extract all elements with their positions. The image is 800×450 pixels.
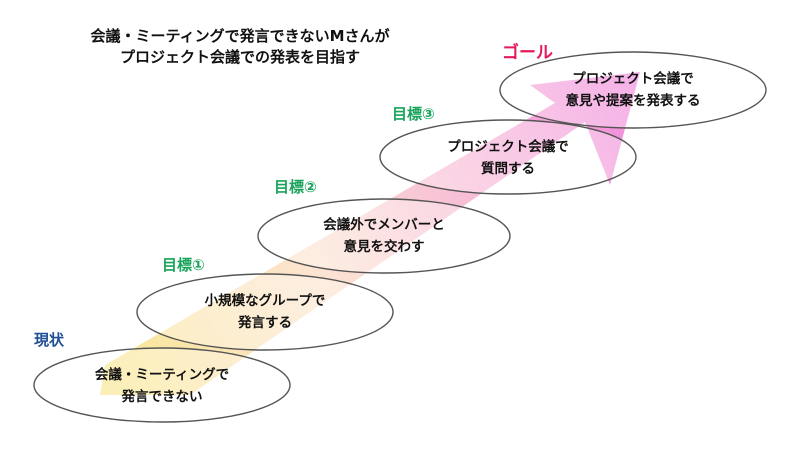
label-goal3: 目標③ [392,105,435,123]
step-text-line-1: プロジェクト会議で [572,71,694,87]
step-text-line-1: プロジェクト会議で [447,139,569,155]
step-text-line-1: 会議外でメンバーと [323,217,445,233]
step-text-line-2: 意見を交わす [343,239,425,255]
step-text-line-2: 発言できない [121,389,203,405]
step-text-goal1: 小規模なグループで 発言する [165,290,365,334]
step-text-line-1: 小規模なグループで [204,293,326,309]
step-text-line-2: 発言する [238,315,292,331]
step-ellipse-final [499,51,767,129]
title-line-2: プロジェクト会議での発表を目指す [119,48,360,66]
title-line-1: 会議・ミーティングで発言できないMさんが [90,27,390,45]
step-text-goal2: 会議外でメンバーと 意見を交わす [284,214,484,258]
step-text-line-2: 質問する [481,161,535,177]
progress-arrow [100,72,640,395]
step-text-final: プロジェクト会議で 意見や提案を発表する [523,68,743,112]
label-goal2: 目標② [274,178,317,196]
step-ellipse-goal2 [257,198,511,274]
label-current: 現状 [34,331,65,349]
step-ellipse-current [33,347,291,423]
label-final: ゴール [502,43,553,63]
step-text-current: 会議・ミーティングで 発言できない [62,364,262,408]
step-text-goal3: プロジェクト会議で 質問する [408,136,608,180]
step-ellipse-goal1 [136,273,394,351]
step-ellipse-goal3 [379,119,637,195]
step-text-line-2: 意見や提案を発表する [565,93,701,109]
label-goal1: 目標① [162,256,205,274]
step-text-line-1: 会議・ミーティングで [94,367,230,383]
diagram-title: 会議・ミーティングで発言できないMさんが プロジェクト会議での発表を目指す [40,26,440,68]
